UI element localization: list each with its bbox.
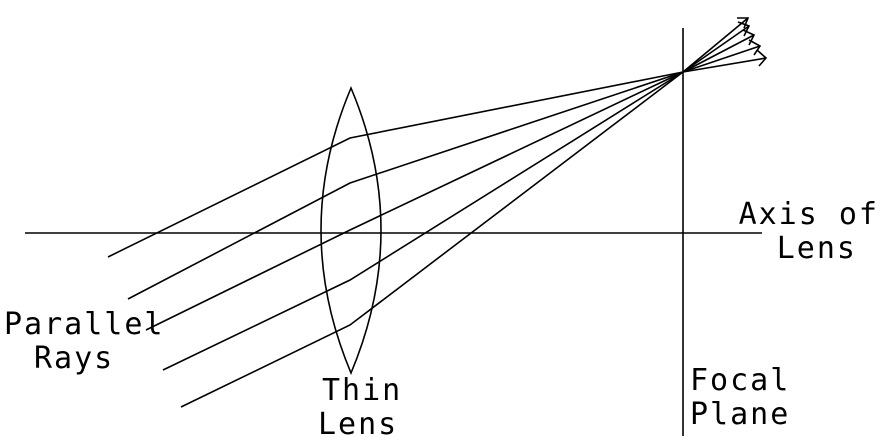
parallel-rays-line-1: Parallel	[4, 307, 165, 342]
light-rays	[107, 71, 684, 408]
focal-plane-line-2: Plane	[690, 397, 791, 432]
parallel-rays-label: Parallel Rays	[4, 308, 165, 376]
axis-of-lens-label: Axis of Lens	[739, 198, 879, 266]
axis-of-lens-line-2: Lens	[776, 231, 857, 266]
exit-ray-3	[682, 34, 755, 73]
ray-5	[180, 71, 684, 408]
exit-ray-4	[682, 25, 750, 73]
exit-ray-1	[682, 57, 767, 73]
thin-lens	[320, 85, 382, 376]
focal-plane-line-1: Focal	[690, 363, 791, 398]
arrow-head-2	[748, 39, 762, 56]
exit-ray-5	[682, 17, 749, 73]
axis-of-lens-line-1: Axis of	[738, 197, 879, 232]
diverging-rays	[682, 17, 768, 73]
thin-lens-line-1: Thin	[322, 373, 403, 408]
thin-lens-label: Thin Lens	[318, 374, 402, 442]
arrow-head-1	[756, 49, 768, 67]
ray-1	[107, 71, 684, 258]
focal-plane-label: Focal Plane	[690, 364, 790, 432]
ray-2	[127, 71, 684, 300]
ray-3	[145, 71, 684, 331]
arrow-head-5	[737, 17, 750, 29]
parallel-rays-line-2: Rays	[34, 341, 115, 376]
exit-ray-2	[682, 45, 761, 73]
thin-lens-line-2: Lens	[318, 407, 399, 442]
ray-4	[162, 71, 684, 371]
